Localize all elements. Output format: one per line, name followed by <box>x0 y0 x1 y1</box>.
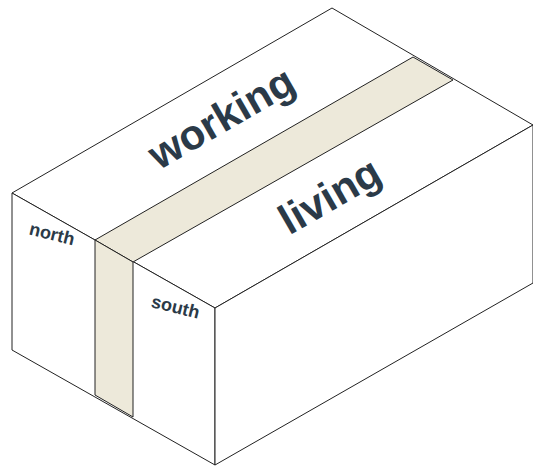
tape-end <box>95 240 133 417</box>
tape-top <box>95 57 453 262</box>
